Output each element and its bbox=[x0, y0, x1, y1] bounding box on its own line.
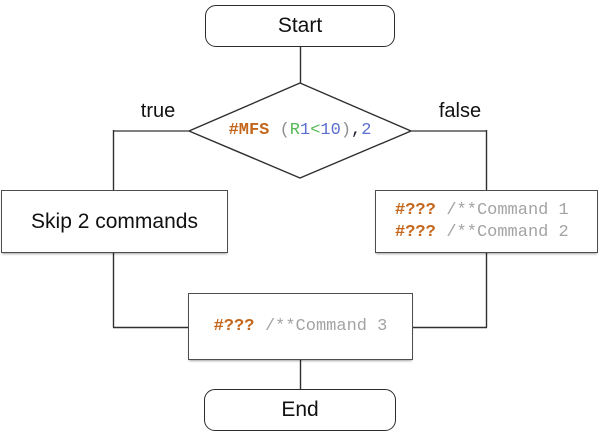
decision-directive: #MFS bbox=[228, 120, 270, 140]
end-node: End bbox=[204, 389, 396, 431]
decision-compare-value: 10 bbox=[320, 120, 341, 140]
command-3-comment: /**Command 3 bbox=[264, 316, 388, 336]
command-line-1: #??? /**Command 1 bbox=[395, 200, 569, 222]
command-1-comment: /**Command 1 bbox=[446, 200, 569, 220]
decision-close-paren: ) bbox=[340, 120, 352, 140]
decision-register: R bbox=[289, 120, 300, 140]
command-2-directive: #??? bbox=[395, 222, 436, 242]
skip-commands-label: Skip 2 commands bbox=[31, 209, 198, 233]
decision-code: #MFS (R1<10),2 bbox=[229, 120, 372, 142]
decision-skip-count: 2 bbox=[361, 120, 372, 140]
false-branch-node: #??? /**Command 1 #??? /**Command 2 bbox=[375, 190, 598, 253]
false-branch-label: false bbox=[438, 100, 482, 122]
skip-commands-node: Skip 2 commands bbox=[1, 190, 228, 253]
decision-register-number: 1 bbox=[300, 120, 311, 140]
command-3-directive: #??? bbox=[213, 316, 255, 336]
command-1-directive: #??? bbox=[395, 200, 436, 220]
start-label: Start bbox=[277, 14, 323, 37]
command-line-2: #??? /**Command 2 bbox=[395, 222, 569, 244]
decision-node: #MFS (R1<10),2 bbox=[189, 83, 411, 178]
start-node: Start bbox=[205, 5, 395, 47]
decision-open-paren: ( bbox=[269, 120, 290, 140]
decision-diamond bbox=[187, 82, 413, 179]
decision-operator: < bbox=[310, 120, 321, 140]
end-label: End bbox=[281, 398, 319, 421]
true-branch-label: true bbox=[140, 100, 176, 122]
command-2-comment: /**Command 2 bbox=[446, 222, 569, 242]
merge-node: #??? /**Command 3 bbox=[188, 293, 413, 360]
command-line-3: #??? /**Command 3 bbox=[214, 316, 388, 338]
decision-comma: , bbox=[351, 120, 362, 140]
